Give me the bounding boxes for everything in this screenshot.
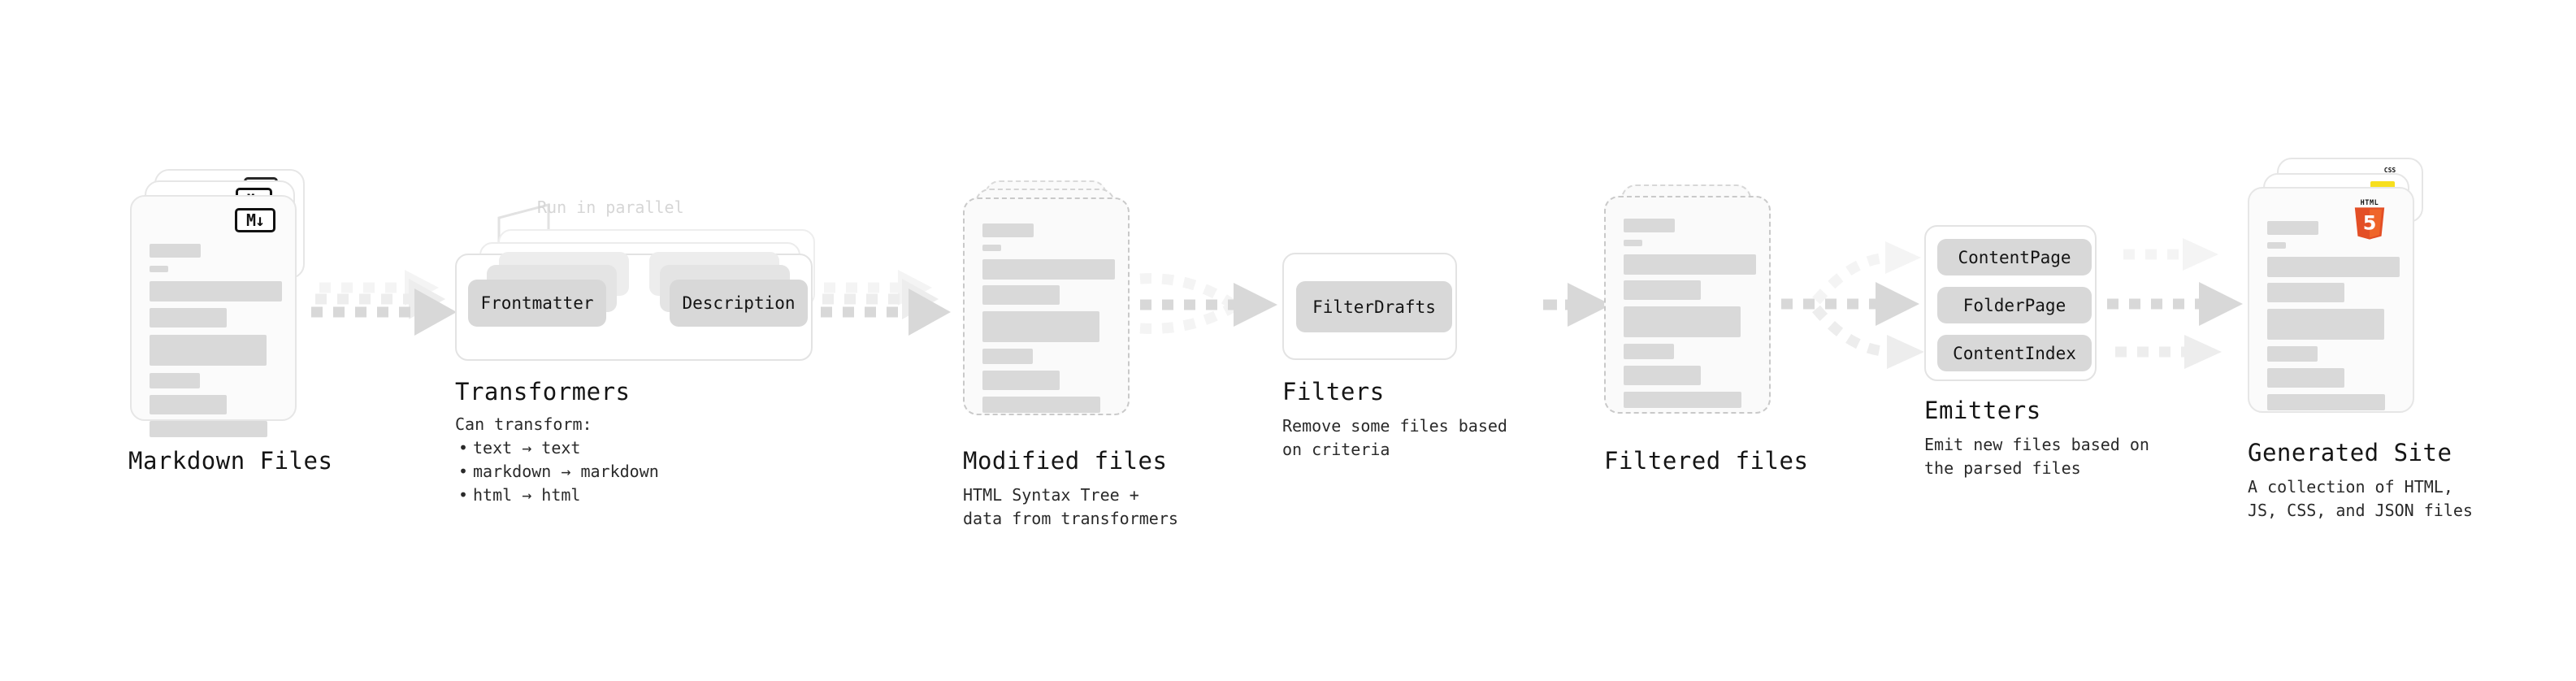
skeleton-bar bbox=[2267, 309, 2384, 340]
arrow-transformers-to-modified bbox=[821, 270, 951, 336]
stage-title-modified: Modified files bbox=[963, 447, 1168, 475]
skeleton-bar bbox=[2267, 242, 2286, 249]
skeleton-bar bbox=[2267, 346, 2318, 362]
emitter-chip-folderpage[interactable]: FolderPage bbox=[1937, 287, 2092, 323]
skeleton-bar bbox=[982, 311, 1099, 342]
site-description-line-1: A collection of HTML, bbox=[2248, 477, 2453, 497]
skeleton-bar bbox=[1624, 219, 1675, 232]
filters-description-line-1: Remove some files based bbox=[1282, 416, 1507, 436]
site-description-line-2: JS, CSS, and JSON files bbox=[2248, 501, 2473, 520]
skeleton-bar bbox=[150, 266, 168, 272]
svg-text:5: 5 bbox=[2363, 212, 2377, 235]
stage-title-emitters: Emitters bbox=[1924, 397, 2041, 424]
skeleton-bar bbox=[2267, 368, 2344, 388]
can-transform-heading: Can transform: bbox=[455, 414, 592, 434]
markdown-card-front: M↓ bbox=[130, 195, 297, 437]
skeleton-bar bbox=[1624, 306, 1741, 337]
transformers-box: Frontmatter Description bbox=[455, 252, 813, 361]
arrow-filters-to-filtered bbox=[1543, 283, 1611, 327]
skeleton-bar bbox=[2267, 221, 2318, 235]
skeleton-bar bbox=[982, 285, 1060, 305]
filters-box: FilterDrafts bbox=[1282, 253, 1457, 360]
stage-title-transformers: Transformers bbox=[455, 378, 631, 406]
skeleton-bar bbox=[1624, 392, 1741, 408]
skeleton-bar bbox=[150, 308, 227, 327]
skeleton-bar bbox=[150, 244, 201, 258]
skeleton-bar bbox=[2267, 394, 2385, 410]
filter-chip-filterdrafts[interactable]: FilterDrafts bbox=[1296, 281, 1452, 332]
skeleton-bar bbox=[150, 395, 227, 414]
transform-list-item: text → text bbox=[458, 436, 659, 460]
filtered-card-front bbox=[1604, 196, 1771, 414]
transformer-chip-description[interactable]: Description bbox=[670, 280, 808, 327]
arrow-filtered-to-emitters bbox=[1781, 241, 1924, 369]
transform-list: text → text markdown → markdown html → h… bbox=[455, 436, 659, 507]
stage-title-generated-site: Generated Site bbox=[2248, 439, 2452, 466]
skeleton-bar bbox=[2267, 257, 2400, 277]
skeleton-bar bbox=[1624, 344, 1674, 359]
modified-description-line-2: data from transformers bbox=[963, 509, 1178, 528]
arrow-modified-to-filters bbox=[1139, 273, 1277, 334]
stage-title-markdown: Markdown Files bbox=[128, 447, 333, 475]
transformer-chip-frontmatter[interactable]: Frontmatter bbox=[468, 280, 606, 327]
arrow-markdown-to-transformers bbox=[311, 270, 457, 336]
skeleton-bar bbox=[982, 245, 1001, 251]
skeleton-bar bbox=[1624, 240, 1642, 246]
filters-description-line-2: on criteria bbox=[1282, 440, 1390, 459]
skeleton-bar bbox=[982, 349, 1033, 364]
emitter-chip-contentpage[interactable]: ContentPage bbox=[1937, 239, 2092, 275]
skeleton-bar bbox=[1624, 366, 1701, 385]
transform-list-item: html → html bbox=[458, 484, 659, 507]
emitters-box: ContentPage FolderPage ContentIndex bbox=[1924, 225, 2097, 381]
skeleton-bar bbox=[982, 223, 1034, 237]
modified-description-line-1: HTML Syntax Tree + bbox=[963, 485, 1139, 505]
skeleton-bar bbox=[1624, 254, 1756, 275]
emitters-description-line-2: the parsed files bbox=[1924, 458, 2081, 478]
arrow-emitters-to-site bbox=[2107, 238, 2243, 369]
site-card-front: HTML 5 bbox=[2248, 187, 2414, 413]
run-in-parallel-label: Run in parallel bbox=[537, 197, 684, 217]
markdown-badge: M↓ bbox=[235, 208, 275, 232]
css-badge-label: CSS bbox=[2383, 167, 2396, 174]
stage-title-filters: Filters bbox=[1282, 378, 1385, 406]
skeleton-bar bbox=[982, 371, 1060, 390]
emitters-description-line-1: Emit new files based on bbox=[1924, 435, 2149, 454]
skeleton-bar bbox=[150, 421, 267, 437]
skeleton-bar bbox=[150, 335, 267, 366]
stage-title-filtered: Filtered files bbox=[1604, 447, 1809, 475]
emitter-chip-contentindex[interactable]: ContentIndex bbox=[1937, 335, 2092, 371]
skeleton-bar bbox=[1624, 280, 1701, 300]
transform-list-item: markdown → markdown bbox=[458, 460, 659, 484]
skeleton-bar bbox=[150, 373, 200, 388]
modified-card-front bbox=[963, 197, 1130, 415]
skeleton-bar bbox=[982, 259, 1115, 280]
skeleton-bar bbox=[150, 281, 282, 301]
transformers-description: Can transform: text → text markdown → ma… bbox=[455, 413, 659, 507]
skeleton-bar bbox=[2267, 283, 2344, 302]
svg-text:HTML: HTML bbox=[2361, 199, 2379, 207]
html5-icon: HTML 5 bbox=[2354, 199, 2385, 240]
skeleton-bar bbox=[982, 397, 1100, 413]
